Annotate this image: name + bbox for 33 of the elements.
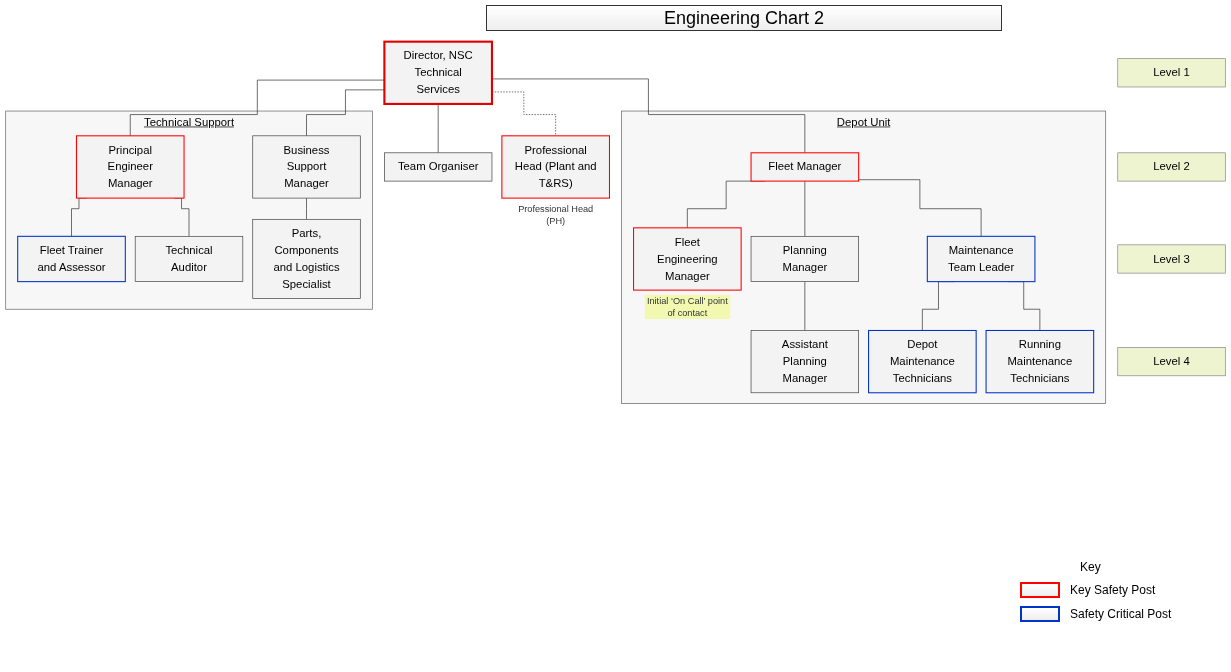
node-box: Planning Manager <box>750 235 859 282</box>
note: Professional Head (PH) <box>518 204 594 226</box>
node-box: Depot Maintenance Technicians <box>868 329 977 394</box>
node-box: Level 1 <box>1117 58 1226 88</box>
node-box: Team Organiser <box>384 152 493 182</box>
connector <box>858 179 982 237</box>
connector <box>306 89 385 137</box>
node-box: Running Maintenance Technicians <box>985 329 1095 394</box>
legend-label: Safety Critical Post <box>1070 607 1172 621</box>
node-box: Fleet Manager <box>750 152 860 182</box>
node-box: Level 2 <box>1117 152 1226 182</box>
node-box: Technical Auditor <box>134 235 244 282</box>
connector <box>437 103 439 154</box>
connector <box>491 78 806 154</box>
node-box: Principal Engineer Manager <box>75 135 185 199</box>
node-box: Parts, Components and Logistics Specialist <box>252 219 361 299</box>
connector <box>804 180 806 237</box>
connector <box>491 91 557 137</box>
node-box: Maintenance Team Leader <box>926 235 1036 283</box>
node-box: Fleet Engineering Manager <box>633 227 742 291</box>
chart-title: Engineering Chart 2 <box>486 5 1002 31</box>
node-box: Level 3 <box>1117 244 1226 274</box>
node-box: Assistant Planning Manager <box>750 330 859 394</box>
connector <box>306 197 307 220</box>
node-box: Level 4 <box>1117 347 1226 377</box>
connector <box>804 281 806 331</box>
node-box: Director, NSC Technical Services <box>383 40 494 105</box>
legend-heading: Key <box>1080 560 1102 574</box>
node-box: Fleet Trainer and Assessor <box>17 235 126 283</box>
node-box: Professional Head (Plant and T&RS) <box>501 135 610 199</box>
legend-label: Key Safety Post <box>1070 583 1156 597</box>
node-box: Business Support Manager <box>252 135 361 199</box>
connector <box>129 79 385 137</box>
